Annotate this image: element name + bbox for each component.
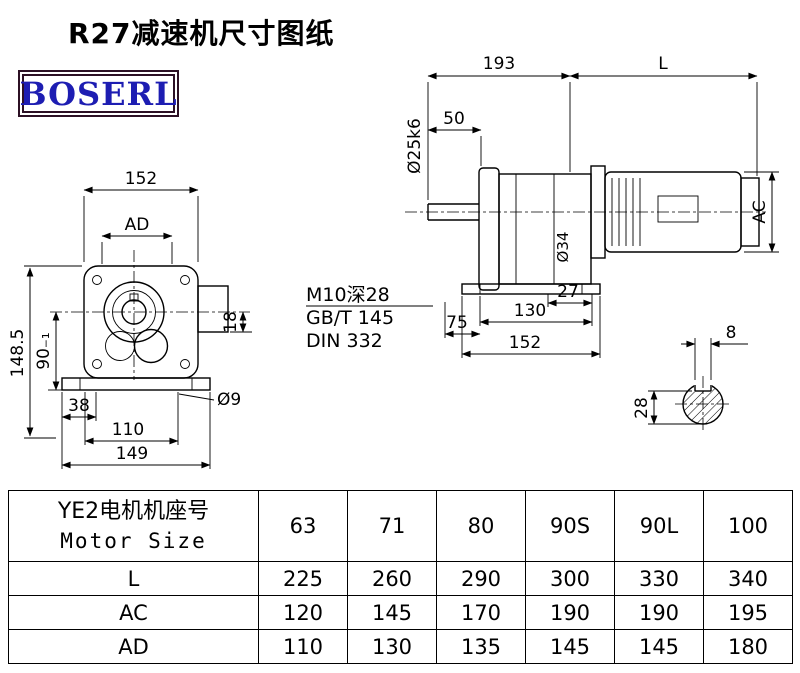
- motor-size-col-header: 80: [436, 490, 526, 562]
- dim-value-cell: 340: [703, 561, 793, 596]
- motor-size-col-header: 71: [347, 490, 437, 562]
- dim-value-cell: 135: [436, 629, 526, 664]
- motor-size-col-header: 63: [258, 490, 348, 562]
- dim-value-cell: 190: [614, 595, 704, 630]
- dim-label-90: 90₋₁: [34, 332, 54, 369]
- brand-logo-text: BOSERL: [19, 74, 178, 113]
- dim-value-cell: 300: [525, 561, 615, 596]
- dim-label-shaft-dia: Ø25k6: [405, 118, 425, 174]
- dim-label-motor-L: L: [658, 54, 668, 74]
- motor-size-header-cn: YE2电机机座号: [57, 498, 210, 524]
- dim-value-cell: 195: [703, 595, 793, 630]
- note-gb-standard: GB/T 145: [306, 307, 394, 329]
- dim-label-side-152: 152: [509, 333, 541, 353]
- dim-value-cell: 330: [614, 561, 704, 596]
- dim-label-38: 38: [68, 396, 90, 416]
- motor-size-table: YE2电机机座号 Motor Size 63 71 80 90S 90L 100…: [8, 490, 793, 664]
- motor-size-header-en: Motor Size: [60, 528, 207, 553]
- dim-value-cell: 170: [436, 595, 526, 630]
- dim-label-27: 27: [557, 282, 579, 302]
- dim-value-cell: 145: [525, 629, 615, 664]
- page-title: R27减速机尺寸图纸: [68, 17, 335, 50]
- dim-value-cell: 190: [525, 595, 615, 630]
- dim-value-cell: 290: [436, 561, 526, 596]
- dim-label-18: 18: [221, 311, 241, 333]
- dim-value-cell: 180: [703, 629, 793, 664]
- table-row-AD: AD 110 130 135 145 145 180: [8, 629, 793, 664]
- dim-label-148-5: 148.5: [8, 329, 28, 378]
- dim-value-cell: 130: [347, 629, 437, 664]
- dim-value-cell: 260: [347, 561, 437, 596]
- motor-size-col-header: 90L: [614, 490, 704, 562]
- dim-label-149: 149: [116, 444, 148, 464]
- table-row-L: L 225 260 290 300 330 340: [8, 561, 793, 596]
- dim-label-foot-hole: Ø9: [217, 390, 241, 410]
- motor-size-col-header: 100: [703, 490, 793, 562]
- dim-label-front-152: 152: [125, 169, 157, 189]
- note-thread: M10深28: [306, 284, 390, 306]
- dim-label-130: 130: [514, 301, 546, 321]
- dim-label-75: 75: [446, 313, 468, 333]
- table-row-AC: AC 120 145 170 190 190 195: [8, 595, 793, 630]
- dim-value-cell: 145: [614, 629, 704, 664]
- dim-label-ac: AC: [750, 200, 770, 223]
- dim-value-cell: 225: [258, 561, 348, 596]
- dim-row-label: AD: [8, 629, 259, 664]
- front-view: 152 AD 148.5 90₋₁ 38 110: [8, 169, 252, 469]
- dim-label-key-8: 8: [726, 323, 737, 343]
- dim-value-cell: 120: [258, 595, 348, 630]
- dim-row-label: L: [8, 561, 259, 596]
- dim-value-cell: 110: [258, 629, 348, 664]
- motor-size-col-header: 90S: [525, 490, 615, 562]
- motor-size-header-cell: YE2电机机座号 Motor Size: [8, 490, 259, 562]
- dim-value-cell: 145: [347, 595, 437, 630]
- dim-label-193: 193: [483, 54, 515, 74]
- note-din-standard: DIN 332: [306, 330, 383, 352]
- shaft-section-view: 8 28: [632, 323, 748, 432]
- brand-logo-box: BOSERL: [18, 70, 179, 117]
- dim-label-spigot: Ø34: [554, 232, 572, 263]
- dim-label-50: 50: [443, 109, 465, 129]
- technical-drawing: 152 AD 148.5 90₋₁ 38 110: [8, 54, 779, 469]
- dim-label-key-28: 28: [632, 397, 652, 419]
- side-view: 193 L 50 Ø25k6 AC Ø34 27 130: [306, 54, 779, 358]
- dim-label-110: 110: [112, 420, 144, 440]
- dim-row-label: AC: [8, 595, 259, 630]
- dim-label-ad: AD: [125, 215, 150, 235]
